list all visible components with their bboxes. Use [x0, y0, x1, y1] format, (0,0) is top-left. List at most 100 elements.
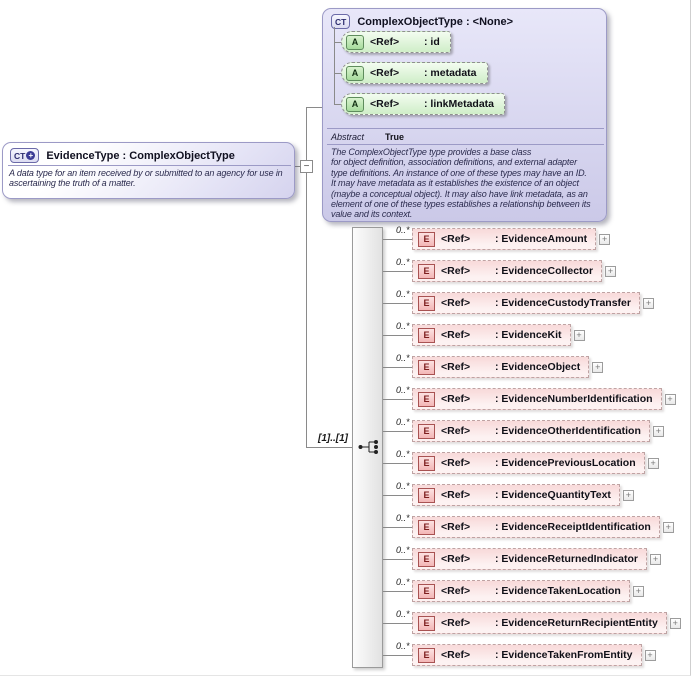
element-name: : EvidenceKit — [495, 329, 562, 341]
element-box[interactable]: E <Ref> : EvidenceCollector — [412, 260, 603, 282]
element-name: : EvidenceAmount — [495, 233, 588, 245]
attribute-tree-line — [334, 27, 335, 104]
element-ref: <Ref> — [441, 585, 471, 597]
expand-plus-button[interactable]: + — [573, 329, 585, 341]
element-box[interactable]: E <Ref> : EvidenceTakenFromEntity — [412, 644, 642, 666]
element-row-evidence-previous-location: 0..* E <Ref> : EvidencePreviousLocation … — [383, 449, 659, 474]
expand-plus-button[interactable]: + — [622, 489, 634, 501]
connector-line — [383, 334, 412, 336]
occurs-label: 0..* — [396, 513, 410, 523]
connector-line — [383, 526, 412, 528]
element-box[interactable]: E <Ref> : EvidencePreviousLocation — [412, 452, 645, 474]
connector-to-sequence — [306, 447, 354, 448]
element-ref: <Ref> — [441, 361, 471, 373]
element-ref: <Ref> — [441, 617, 471, 629]
expand-plus-button[interactable]: + — [644, 649, 656, 661]
element-box[interactable]: E <Ref> : EvidenceNumberIdentification — [412, 388, 662, 410]
element-box[interactable]: E <Ref> : EvidenceQuantityText — [412, 484, 620, 506]
expand-plus-button[interactable]: + — [605, 265, 617, 277]
ct-icon-label: CT — [335, 16, 347, 27]
expand-plus-button[interactable]: + — [669, 617, 681, 629]
expand-plus-button[interactable]: + — [642, 297, 654, 309]
element-name: : EvidenceCollector — [495, 265, 594, 277]
complex-type-icon: CT+ — [10, 148, 40, 163]
element-name: : EvidenceQuantityText — [495, 489, 611, 501]
evidence-type-box[interactable]: CT+ EvidenceType : ComplexObjectType A d… — [2, 142, 295, 199]
element-icon: E — [418, 551, 435, 567]
complex-object-type-title: ComplexObjectType : <None> — [357, 15, 514, 28]
element-ref: <Ref> — [441, 521, 471, 533]
expand-plus-button[interactable]: + — [592, 361, 604, 373]
element-ref: <Ref> — [441, 649, 471, 661]
occurs-label: 0..* — [396, 353, 410, 363]
expand-plus-button[interactable]: + — [652, 425, 664, 437]
element-box[interactable]: E <Ref> : EvidenceOtherIdentification — [412, 420, 650, 442]
element-icon: E — [418, 391, 435, 407]
element-row-evidence-returned-indicator: 0..* E <Ref> : EvidenceReturnedIndicator… — [383, 545, 661, 570]
attribute-id[interactable]: A <Ref> : id — [341, 31, 451, 53]
element-ref: <Ref> — [441, 393, 471, 405]
complex-type-icon: CT — [331, 14, 351, 29]
element-name: : EvidenceCustodyTransfer — [495, 297, 631, 309]
complex-object-type-box[interactable]: CT ComplexObjectType : <None> A <Ref> : … — [322, 8, 607, 222]
element-name: : EvidenceTakenLocation — [495, 585, 621, 597]
expand-plus-button[interactable]: + — [599, 233, 611, 245]
evidence-type-title-row: CT+ EvidenceType : ComplexObjectType — [10, 148, 235, 163]
attribute-ref: <Ref> — [370, 67, 400, 79]
attribute-ref: <Ref> — [370, 36, 400, 48]
connector-line — [383, 558, 412, 560]
element-name: : EvidencePreviousLocation — [495, 457, 636, 469]
connector-line — [383, 302, 412, 304]
occurs-label: 0..* — [396, 257, 410, 267]
connector-line — [383, 430, 412, 432]
abstract-value: True — [385, 132, 405, 142]
element-box[interactable]: E <Ref> : EvidenceTakenLocation — [412, 580, 630, 602]
collapse-toggle-button[interactable]: − — [300, 160, 313, 173]
connector-vertical-line — [306, 107, 307, 447]
expand-plus-button[interactable]: + — [632, 585, 644, 597]
expand-plus-button[interactable]: + — [664, 393, 676, 405]
element-name: : EvidenceReturnedIndicator — [495, 553, 638, 565]
element-icon: E — [418, 423, 435, 439]
element-icon: E — [418, 647, 435, 663]
attribute-icon: A — [346, 65, 364, 81]
connector-line — [383, 398, 412, 400]
sequence-cardinality: [1]..[1] — [318, 433, 348, 444]
separator — [327, 144, 604, 145]
element-box[interactable]: E <Ref> : EvidenceCustodyTransfer — [412, 292, 640, 314]
occurs-label: 0..* — [396, 225, 410, 235]
occurs-label: 0..* — [396, 609, 410, 619]
evidence-type-description: A data type for an item received by or s… — [9, 168, 283, 189]
element-ref: <Ref> — [441, 297, 471, 309]
element-box[interactable]: E <Ref> : EvidenceReturnedIndicator — [412, 548, 647, 570]
expand-plus-button[interactable]: + — [662, 521, 674, 533]
expand-plus-button[interactable]: + — [649, 553, 661, 565]
element-box[interactable]: E <Ref> : EvidenceAmount — [412, 228, 597, 250]
occurs-label: 0..* — [396, 545, 410, 555]
attribute-metadata[interactable]: A <Ref> : metadata — [341, 62, 488, 84]
attribute-link-metadata[interactable]: A <Ref> : linkMetadata — [341, 93, 506, 115]
abstract-label: Abstract — [331, 132, 365, 142]
separator — [327, 128, 604, 129]
element-row-evidence-custody-transfer: 0..* E <Ref> : EvidenceCustodyTransfer + — [383, 289, 654, 314]
element-box[interactable]: E <Ref> : EvidenceReceiptIdentification — [412, 516, 660, 538]
attribute-icon: A — [346, 96, 364, 112]
occurs-label: 0..* — [396, 577, 410, 587]
connector-line — [383, 462, 412, 464]
connector-line — [383, 494, 412, 496]
expand-plus-button[interactable]: + — [647, 457, 659, 469]
element-box[interactable]: E <Ref> : EvidenceReturnRecipientEntity — [412, 612, 667, 634]
connector-line — [383, 238, 412, 240]
element-icon: E — [418, 263, 435, 279]
attribute-ref: <Ref> — [370, 98, 400, 110]
element-row-evidence-object: 0..* E <Ref> : EvidenceObject + — [383, 353, 604, 378]
element-ref: <Ref> — [441, 265, 471, 277]
element-name: : EvidenceNumberIdentification — [495, 393, 653, 405]
element-ref: <Ref> — [441, 457, 471, 469]
element-box[interactable]: E <Ref> : EvidenceKit — [412, 324, 571, 346]
connector-to-toggle — [295, 166, 301, 167]
element-box[interactable]: E <Ref> : EvidenceObject — [412, 356, 590, 378]
element-icon: E — [418, 231, 435, 247]
occurs-label: 0..* — [396, 481, 410, 491]
element-icon: E — [418, 455, 435, 471]
